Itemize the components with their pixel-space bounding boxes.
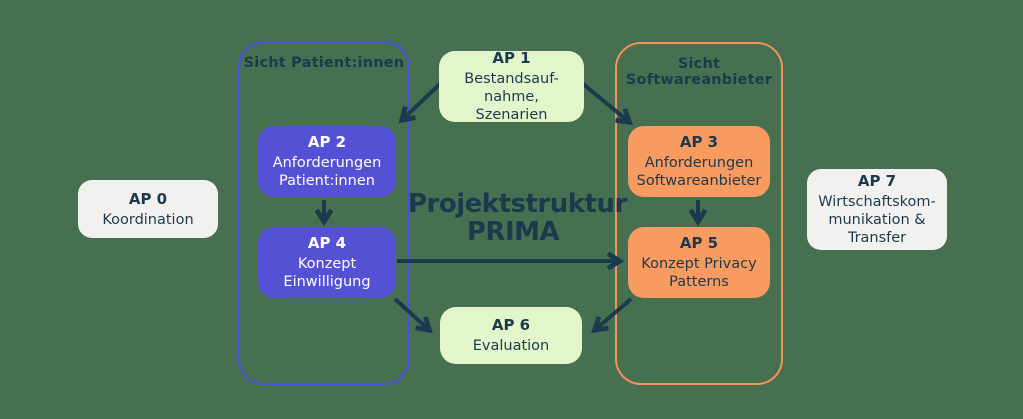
group-sicht-softwareanbieter: Sicht Softwareanbieter [615, 42, 783, 385]
node-ap3-title: AP 3 [679, 133, 719, 151]
group-software-label: Sicht Softwareanbieter [625, 56, 773, 88]
group-sicht-patientinnen: Sicht Patient:innen [238, 41, 410, 385]
node-ap4-body: Konzept Einwilligung [283, 256, 371, 290]
node-ap1-title: AP 1 [492, 49, 531, 67]
diagram-title: Projektstruktur PRIMA [408, 189, 627, 247]
node-ap5-konzept-privacy-patterns: AP 5 Konzept Privacy Patterns [628, 227, 770, 298]
node-ap0-title: AP 0 [128, 189, 168, 208]
node-ap5-title: AP 5 [679, 234, 719, 252]
group-patients-label: Sicht Patient:innen [243, 55, 405, 71]
node-ap2-anforderungen-patientinnen: AP 2 Anforderungen Patient:innen [258, 126, 396, 197]
node-ap6-evaluation: AP 6 Evaluation [440, 307, 582, 364]
node-ap6-title: AP 6 [491, 316, 531, 334]
arrow-ap1-to-ap2 [403, 81, 443, 119]
node-ap3-body: Anforderungen Softwareanbieter [636, 155, 762, 189]
node-ap3-anforderungen-softwareanbieter: AP 3 Anforderungen Softwareanbieter [628, 126, 770, 197]
node-ap4-konzept-einwilligung: AP 4 Konzept Einwilligung [258, 227, 396, 298]
node-ap2-body: Anforderungen Patient:innen [272, 155, 382, 189]
node-ap1-bestandsaufnahme: AP 1 Bestandsauf- nahme, Szenarien [439, 49, 584, 123]
node-ap2-title: AP 2 [307, 133, 347, 151]
node-ap7-title: AP 7 [857, 172, 897, 190]
node-ap4-title: AP 4 [307, 234, 347, 252]
node-ap0-koordination: AP 0 Koordination [78, 180, 218, 238]
node-ap7-wirtschaftskommunikation: AP 7 Wirtschaftskom- munikation & Transf… [807, 169, 947, 250]
node-ap0-body: Koordination [102, 211, 194, 228]
node-ap6-body: Evaluation [472, 338, 550, 354]
arrow-ap5-to-ap6 [596, 297, 633, 329]
node-ap1-body: Bestandsauf- nahme, Szenarien [464, 71, 559, 123]
node-ap5-body: Konzept Privacy Patterns [641, 256, 757, 290]
node-ap7-body: Wirtschaftskom- munikation & Transfer [818, 194, 936, 246]
arrow-ap1-to-ap3 [580, 81, 628, 121]
arrow-ap4-to-ap6 [393, 297, 428, 329]
